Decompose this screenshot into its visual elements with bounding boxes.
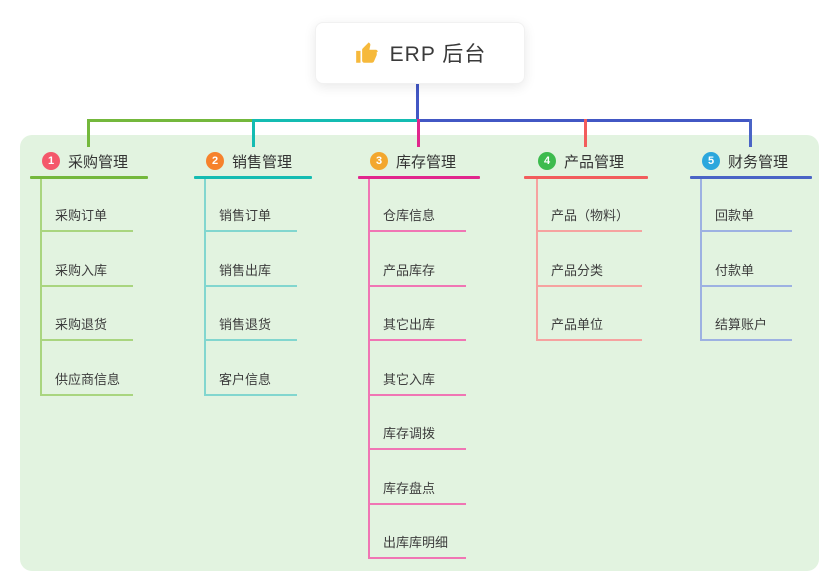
- child-node[interactable]: 产品分类: [536, 257, 642, 287]
- bus-segment-middle: [252, 119, 417, 122]
- branch-node-label: 销售管理: [232, 153, 293, 171]
- branch-node[interactable]: 4 产品管理: [538, 149, 624, 173]
- children-connector-line: [536, 178, 538, 341]
- child-node[interactable]: 产品库存: [368, 257, 466, 287]
- branch-node[interactable]: 2 销售管理: [206, 149, 292, 173]
- child-node[interactable]: 产品单位: [536, 311, 642, 341]
- branch-underline: [358, 176, 480, 179]
- child-node[interactable]: 回款单: [700, 202, 792, 232]
- root-node[interactable]: ERP 后台: [315, 22, 525, 84]
- child-node[interactable]: 付款单: [700, 257, 792, 287]
- branch-underline: [690, 176, 812, 179]
- branch-connector-drop: [252, 119, 255, 147]
- child-node[interactable]: 客户信息: [204, 366, 297, 396]
- thumbs-up-icon: [354, 40, 380, 66]
- child-node[interactable]: 供应商信息: [40, 366, 133, 396]
- branches-panel: [20, 135, 819, 571]
- child-node[interactable]: 库存调拨: [368, 420, 466, 450]
- branch-number-badge: 1: [42, 152, 60, 170]
- branch-underline: [524, 176, 648, 179]
- root-node-label: ERP 后台: [389, 43, 487, 66]
- branch-node-label: 财务管理: [728, 153, 789, 171]
- branch-node-label: 库存管理: [396, 153, 457, 171]
- branch-connector-drop: [417, 119, 420, 147]
- children-connector-line: [700, 178, 702, 341]
- branch-connector-drop: [749, 119, 752, 147]
- child-node[interactable]: 销售退货: [204, 311, 297, 341]
- child-node[interactable]: 出库库明细: [368, 529, 466, 559]
- children-connector-line: [368, 178, 370, 559]
- branch-number-badge: 4: [538, 152, 556, 170]
- child-node[interactable]: 采购退货: [40, 311, 133, 341]
- child-node[interactable]: 其它出库: [368, 311, 466, 341]
- child-node[interactable]: 产品（物料）: [536, 202, 642, 232]
- branch-connector-drop: [584, 119, 587, 147]
- children-connector-line: [204, 178, 206, 396]
- child-node[interactable]: 其它入库: [368, 366, 466, 396]
- branch-node[interactable]: 3 库存管理: [370, 149, 456, 173]
- child-node[interactable]: 结算账户: [700, 311, 792, 341]
- branch-node-label: 产品管理: [564, 153, 625, 171]
- root-connector-stem: [416, 83, 419, 119]
- child-node[interactable]: 库存盘点: [368, 475, 466, 505]
- child-node[interactable]: 仓库信息: [368, 202, 466, 232]
- branch-number-badge: 3: [370, 152, 388, 170]
- branch-node[interactable]: 1 采购管理: [42, 149, 128, 173]
- child-node[interactable]: 销售订单: [204, 202, 297, 232]
- branch-underline: [194, 176, 312, 179]
- branch-underline: [30, 176, 148, 179]
- child-node[interactable]: 销售出库: [204, 257, 297, 287]
- branch-connector-drop: [87, 119, 90, 147]
- child-node[interactable]: 采购订单: [40, 202, 133, 232]
- branch-number-badge: 2: [206, 152, 224, 170]
- branch-node[interactable]: 5 财务管理: [702, 149, 788, 173]
- bus-segment-left: [87, 119, 252, 122]
- branch-number-badge: 5: [702, 152, 720, 170]
- children-connector-line: [40, 178, 42, 396]
- branch-node-label: 采购管理: [68, 153, 129, 171]
- child-node[interactable]: 采购入库: [40, 257, 133, 287]
